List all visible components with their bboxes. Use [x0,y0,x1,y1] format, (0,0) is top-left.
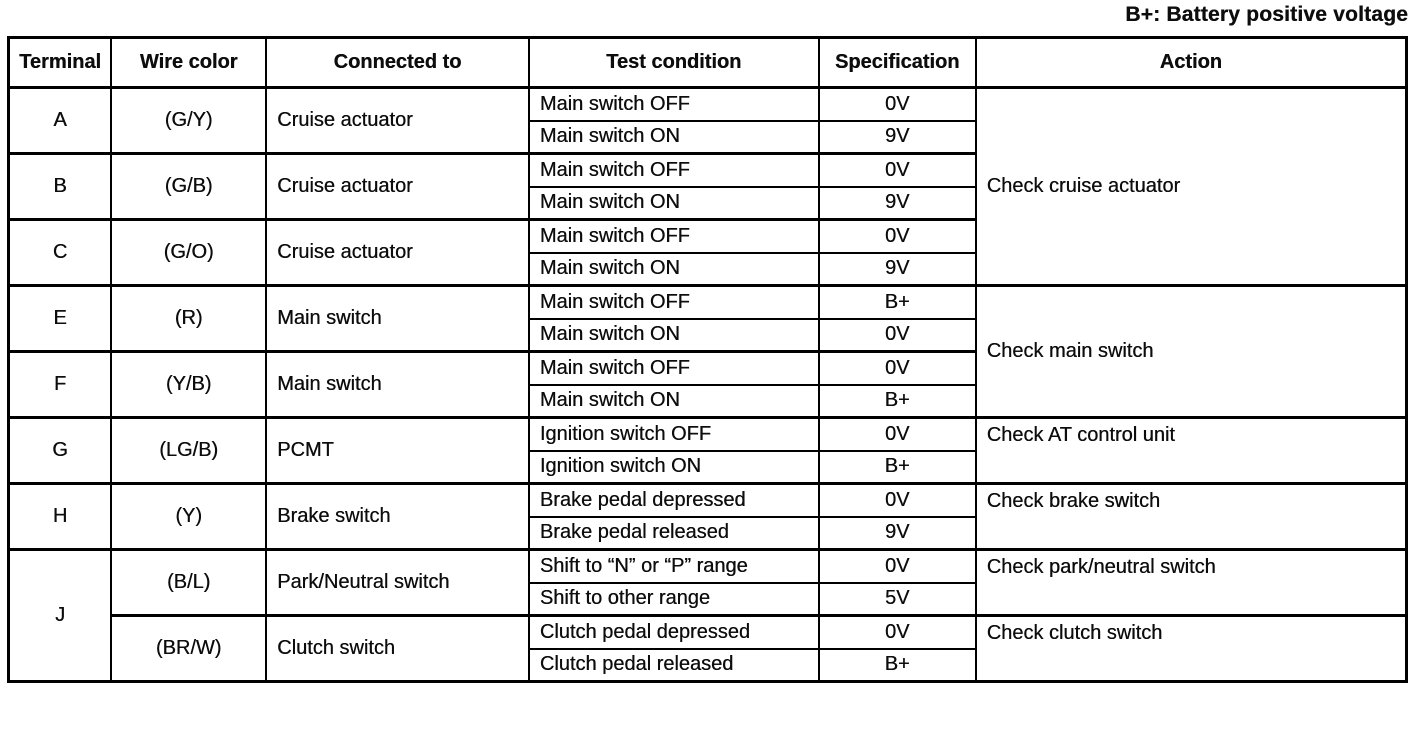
wire-color-cell: (R) [110,284,268,353]
terminal-cell: H [7,482,113,551]
wire-color-cell: (LG/B) [110,416,268,485]
test-condition-cell: Main switch OFF [527,152,820,188]
column-header-test-condition: Test condition [527,36,820,89]
specification-cell: 0V [817,482,977,518]
wire-color-cell: (G/Y) [110,86,268,155]
connected-to-cell: PCMT [265,416,530,485]
connected-to-cell: Main switch [265,350,530,419]
test-condition-cell: Main switch ON [527,383,820,419]
specification-cell: 0V [817,416,977,452]
test-condition-cell: Clutch pedal released [527,647,820,683]
specification-cell: B+ [817,383,977,419]
wire-color-cell: (BR/W) [110,614,268,683]
terminal-cell: F [7,350,113,419]
wire-color-cell: (G/B) [110,152,268,221]
specification-cell: B+ [817,449,977,485]
connected-to-cell: Cruise actuator [265,86,530,155]
action-cell: Check park/neutral switch [974,548,1408,617]
test-condition-cell: Ignition switch OFF [527,416,820,452]
column-header-terminal: Terminal [7,36,113,89]
test-condition-cell: Main switch OFF [527,86,820,122]
specification-cell: 0V [817,317,977,353]
specification-cell: 9V [817,185,977,221]
test-condition-cell: Main switch OFF [527,284,820,320]
test-condition-cell: Shift to “N” or “P” range [527,548,820,584]
specification-cell: 9V [817,515,977,551]
specification-cell: 0V [817,218,977,254]
test-condition-cell: Main switch ON [527,119,820,155]
column-header-connected-to: Connected to [265,36,530,89]
test-condition-cell: Main switch ON [527,185,820,221]
column-header-action: Action [974,36,1408,89]
connected-to-cell: Cruise actuator [265,152,530,221]
test-condition-cell: Ignition switch ON [527,449,820,485]
action-cell: Check brake switch [974,482,1408,551]
terminal-cell: E [7,284,113,353]
column-header-wire-color: Wire color [110,36,268,89]
action-cell: Check AT control unit [974,416,1408,485]
test-condition-cell: Brake pedal depressed [527,482,820,518]
terminal-cell: C [7,218,113,287]
terminal-cell: G [7,416,113,485]
specification-cell: 0V [817,86,977,122]
action-cell: Check main switch [974,284,1408,419]
terminal-cell: B [7,152,113,221]
test-condition-cell: Brake pedal released [527,515,820,551]
specification-cell: B+ [817,647,977,683]
action-cell: Check clutch switch [974,614,1408,683]
specification-cell: 0V [817,548,977,584]
action-cell: Check cruise actuator [974,86,1408,287]
test-condition-cell: Main switch OFF [527,218,820,254]
wire-color-cell: (G/O) [110,218,268,287]
specification-cell: 0V [817,614,977,650]
terminal-cell: A [7,86,113,155]
wire-color-cell: (Y) [110,482,268,551]
legend-note: B+: Battery positive voltage [1125,3,1408,26]
column-header-specification: Specification [817,36,977,89]
test-condition-cell: Shift to other range [527,581,820,617]
specification-cell: 0V [817,350,977,386]
terminal-cell: J [7,548,113,683]
specification-cell: 0V [817,152,977,188]
test-condition-cell: Main switch OFF [527,350,820,386]
connected-to-cell: Cruise actuator [265,218,530,287]
wire-color-cell: (B/L) [110,548,268,617]
specification-cell: 9V [817,251,977,287]
connected-to-cell: Clutch switch [265,614,530,683]
specification-cell: 9V [817,119,977,155]
connected-to-cell: Brake switch [265,482,530,551]
wire-color-cell: (Y/B) [110,350,268,419]
specification-cell: B+ [817,284,977,320]
test-condition-cell: Main switch ON [527,317,820,353]
connected-to-cell: Main switch [265,284,530,353]
specification-cell: 5V [817,581,977,617]
test-condition-cell: Clutch pedal depressed [527,614,820,650]
test-condition-cell: Main switch ON [527,251,820,287]
connected-to-cell: Park/Neutral switch [265,548,530,617]
